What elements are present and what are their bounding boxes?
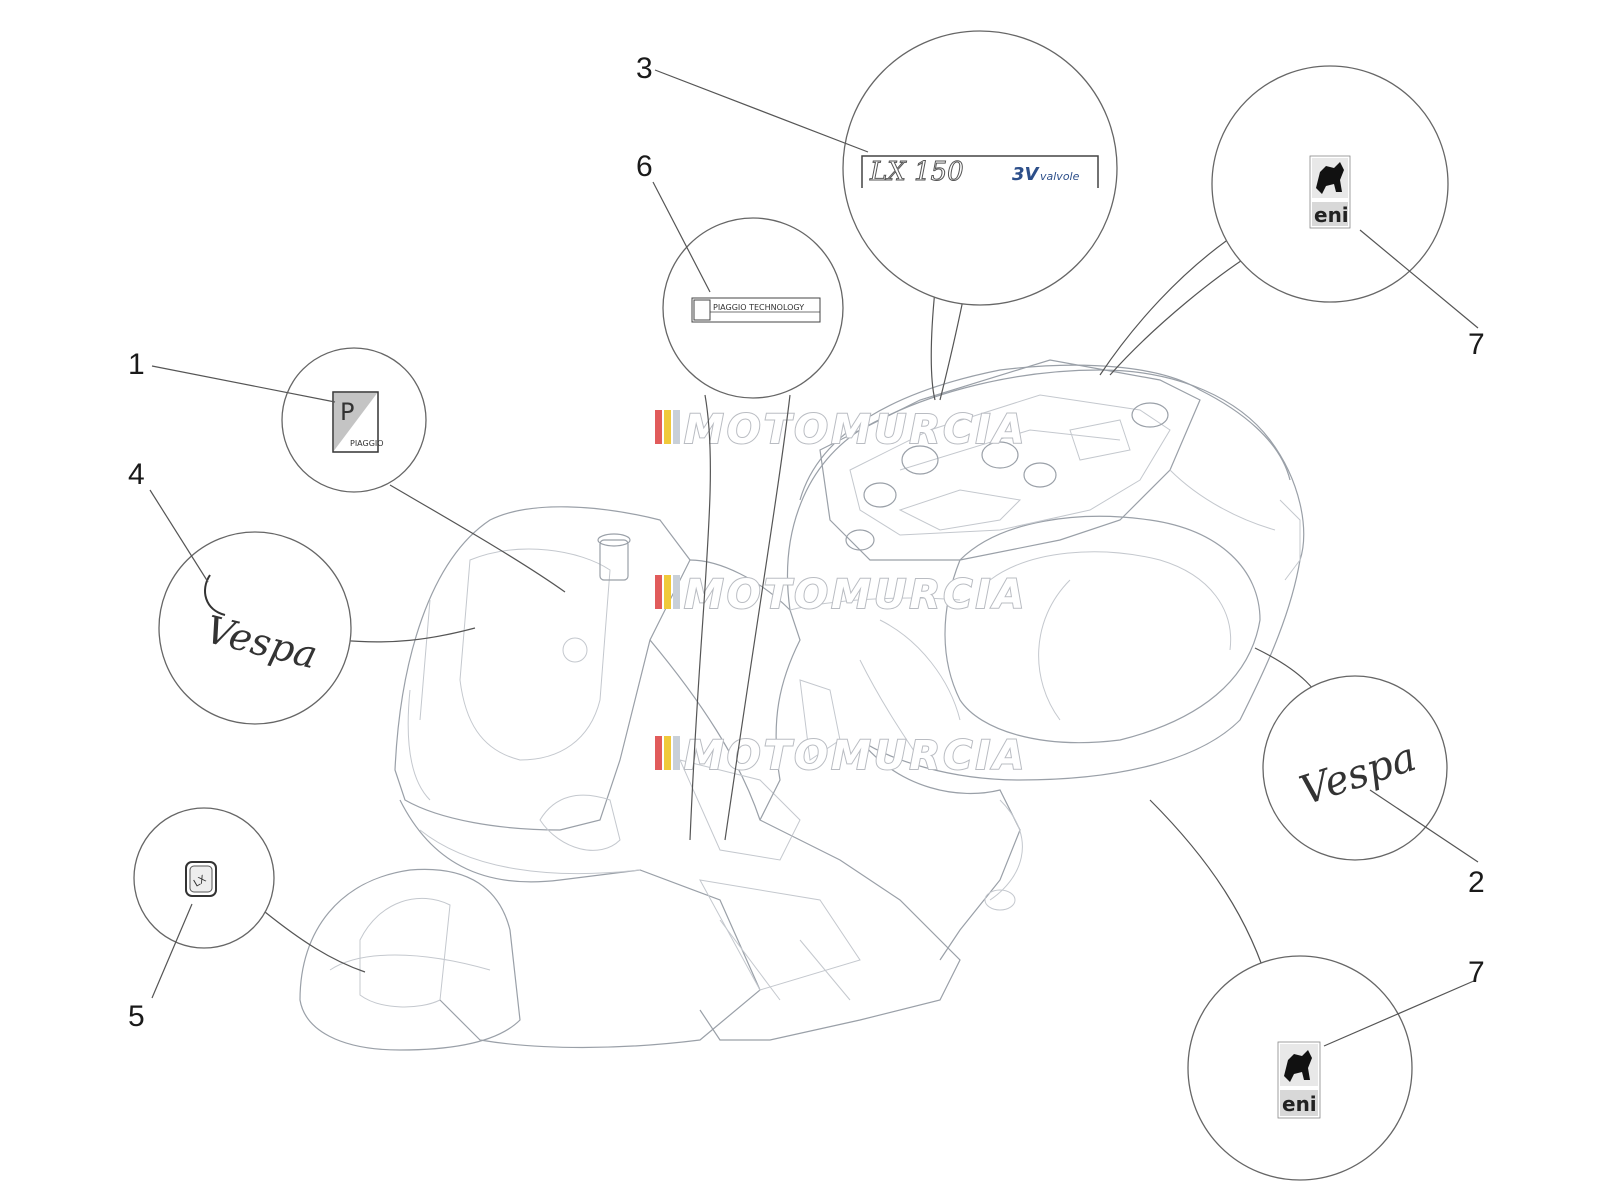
callout-number: 2 xyxy=(1468,866,1485,899)
watermark-text: MOTOMURCIA xyxy=(684,572,1027,618)
plate-text: PIAGGIO TECHNOLOGY xyxy=(713,303,804,312)
eni-logo-text: eni xyxy=(1282,1092,1317,1116)
callout-number: 6 xyxy=(636,150,653,183)
callout-number: 1 xyxy=(128,348,145,381)
callout-5[interactable]: LX 5 xyxy=(128,807,366,1033)
callout-4[interactable]: Vespa 4 xyxy=(128,458,476,725)
eni-logo-text: eni xyxy=(1314,203,1349,227)
callout-number: 4 xyxy=(128,458,145,491)
callout-7-bottom[interactable]: eni 7 xyxy=(1149,799,1485,1181)
watermark-row-2: MOTOMURCIA xyxy=(655,571,1027,619)
scooter-body-drawing xyxy=(299,359,1305,1051)
callout-number: 7 xyxy=(1468,956,1485,989)
plate-sub-text: 3V xyxy=(1012,164,1041,185)
badge-text: LX xyxy=(192,874,208,890)
watermark-row-3: MOTOMURCIA xyxy=(655,732,1025,780)
callout-2[interactable]: Vespa 2 xyxy=(1254,647,1485,899)
plate-tail-text: valvole xyxy=(1040,170,1080,183)
badge-text: PIAGGIO xyxy=(350,439,384,448)
callout-number: 3 xyxy=(636,52,653,85)
watermark-row-1: MOTOMURCIA xyxy=(655,406,1027,454)
callout-1[interactable]: P PIAGGIO 1 xyxy=(128,347,566,593)
plate-main-text: LX 150 xyxy=(869,157,964,187)
badge-letter: P xyxy=(340,398,354,426)
piaggio-badge-icon xyxy=(332,391,379,453)
watermark-text: MOTOMURCIA xyxy=(684,407,1027,453)
callout-6[interactable]: PIAGGIO TECHNOLOGY 6 xyxy=(636,150,844,841)
callout-number: 5 xyxy=(128,1000,145,1033)
callout-7-top[interactable]: eni 7 xyxy=(1099,65,1485,376)
callout-number: 7 xyxy=(1468,328,1485,361)
callout-3[interactable]: LX 150 3V valvole 3 xyxy=(636,30,1118,401)
